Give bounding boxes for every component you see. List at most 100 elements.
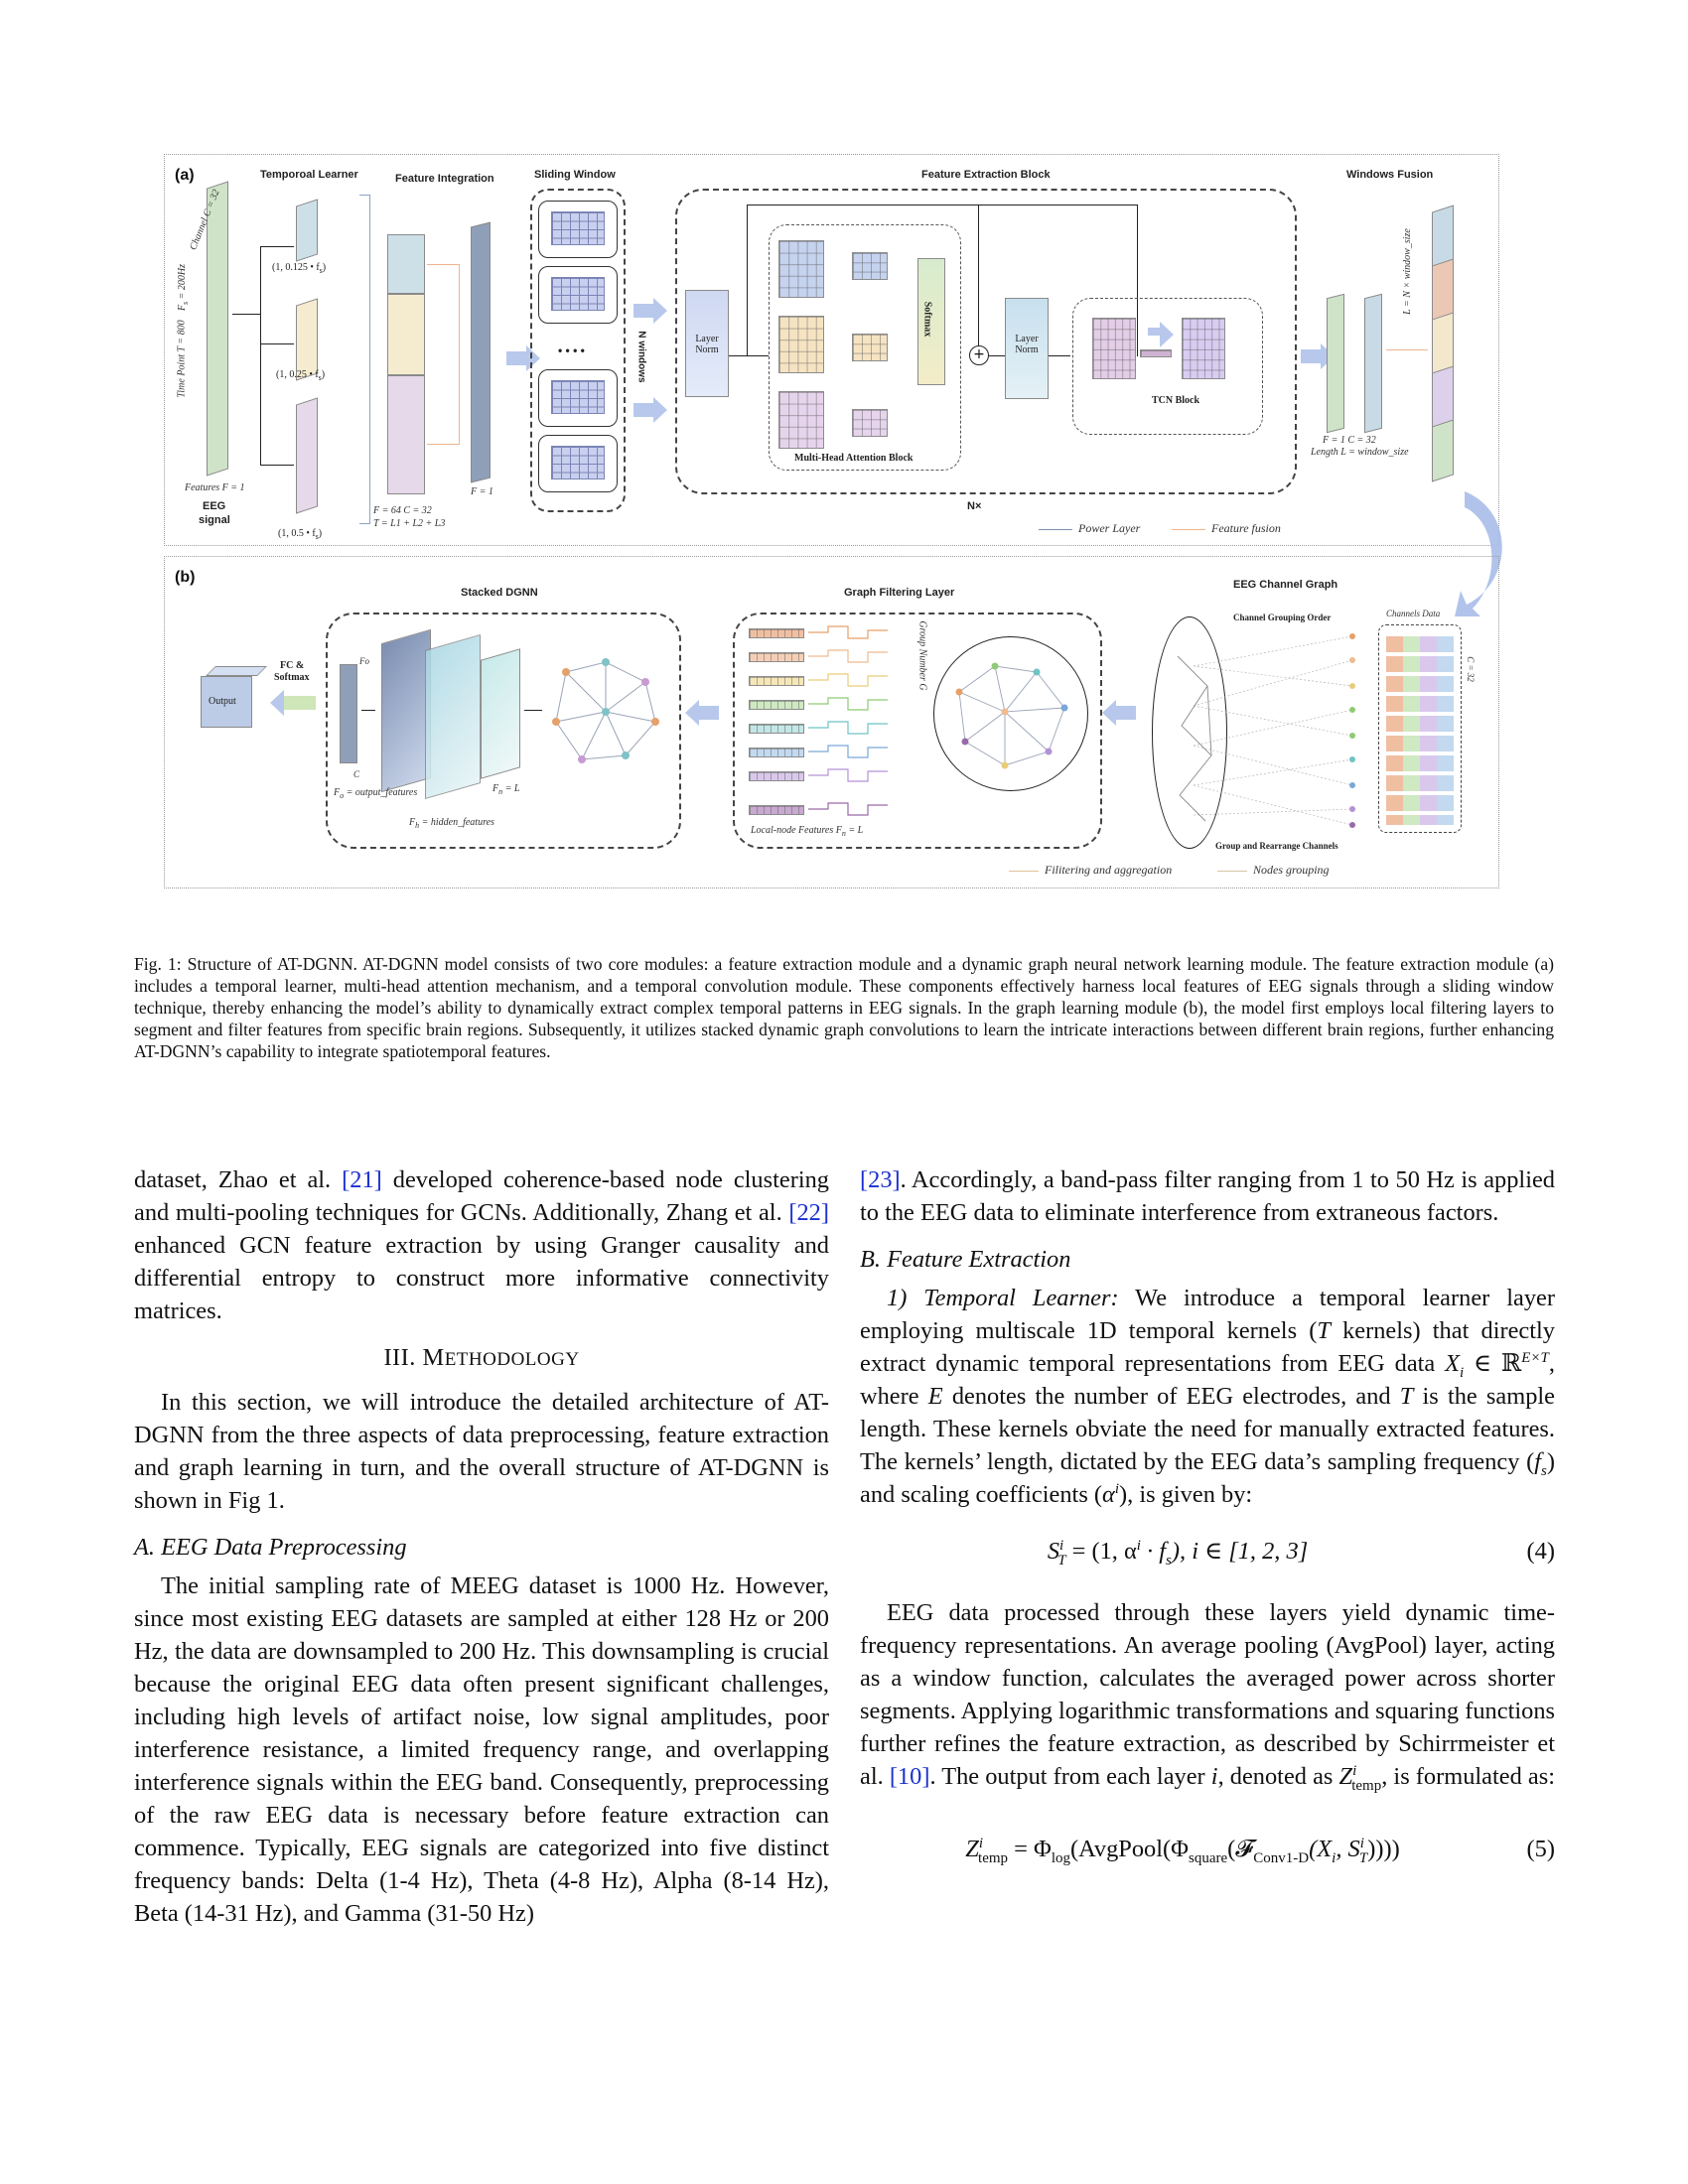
dgnn-node <box>602 658 610 666</box>
gf-circle <box>933 636 1088 791</box>
dgnn-small-c: C <box>353 769 360 779</box>
gf-row-7 <box>749 771 804 781</box>
sw-to-fe-arrow-1 <box>633 298 667 324</box>
right-paragraph-2: 1) Temporal Learner: We introduce a temp… <box>860 1285 1555 1508</box>
citation-link[interactable]: [23] <box>860 1166 901 1193</box>
gf-filter-path <box>808 745 888 758</box>
channel-node <box>1349 657 1355 663</box>
fe-block-title: Feature Extraction Block <box>921 169 1051 181</box>
window-card-2 <box>538 266 618 324</box>
window-card-3 <box>538 369 618 427</box>
fi-output-bar <box>471 221 491 483</box>
eeg-signal-title-2: signal <box>199 514 230 526</box>
dgnn-fh-label: Fh = hidden_features <box>409 817 494 830</box>
ti-bracket <box>359 195 370 524</box>
gf-node <box>1001 708 1009 716</box>
left-column: dataset, Zhao et al. [21] developed cohe… <box>134 1163 829 1930</box>
dgnn-arrow-2 <box>524 710 542 711</box>
fi-dims-2: T = L1 + L2 + L3 <box>373 518 446 529</box>
dgnn-small-fo: Fo <box>359 656 369 666</box>
tcn-grid-1 <box>1092 318 1136 379</box>
graph-filtering-box <box>733 613 1102 849</box>
tl-branch-2 <box>260 343 294 344</box>
grouping-order-label: Channel Grouping Order <box>1233 613 1332 622</box>
tl-branch-3 <box>260 465 294 466</box>
gf-row-6 <box>749 748 804 757</box>
channels-data-label: Channels Data <box>1386 609 1441 618</box>
layer-norm-2 <box>1005 298 1049 399</box>
citation-link[interactable]: [21] <box>342 1166 382 1193</box>
gf-node <box>991 662 999 670</box>
stacked-dgnn-title: Stacked DGNN <box>461 587 538 599</box>
features-label: Features F = 1 <box>185 482 245 493</box>
left-paragraph-2: In this section, we will introduce the d… <box>134 1389 829 1514</box>
tl-connector <box>232 314 260 315</box>
wf-out-1 <box>1432 205 1454 268</box>
channel-node-group <box>1349 633 1355 828</box>
channel-mapping-paths <box>1193 635 1353 826</box>
cg-to-gf-arrow <box>1102 700 1136 726</box>
fi-f1: F = 1 <box>471 486 493 497</box>
wf-bar-1 <box>1327 293 1344 434</box>
fe-add-down <box>978 205 979 345</box>
gf-filter-path <box>808 697 888 711</box>
channel-node <box>1349 782 1355 788</box>
dgnn-node <box>578 755 586 763</box>
ln2-to-tcn <box>1049 355 1070 356</box>
gf-filter-lines <box>808 625 888 816</box>
figure-1: (a) Channel C = 32 Fs = 200Hz Time Point… <box>164 154 1502 888</box>
dgnn-node <box>622 751 630 759</box>
equation-4: SiT = (1, αi · fs), i ∈ [1, 2, 3] (4) <box>860 1529 1555 1578</box>
dgnn-node <box>641 678 649 686</box>
tcn-title: TCN Block <box>1152 395 1200 406</box>
left-paragraph-1: dataset, Zhao et al. [21] developed cohe… <box>134 1166 829 1324</box>
dgnn-node <box>552 718 560 726</box>
tl-connector-vert <box>260 246 261 465</box>
wf-bar-2 <box>1364 293 1382 434</box>
stacked-dgnn-box <box>326 613 681 849</box>
kernel-2-label: (1, 0.25 • fs) <box>276 369 326 382</box>
mha-k-out <box>852 334 888 361</box>
gf-node <box>955 688 963 696</box>
right-paragraph-1: [23]. Accordingly, a band-pass filter ra… <box>860 1166 1555 1226</box>
gf-row-4 <box>749 700 804 710</box>
channel-node <box>1349 707 1355 713</box>
fi-orange-connector <box>427 264 460 445</box>
equation-5-number: (5) <box>1526 1836 1555 1862</box>
c32-label: C = 32 <box>1465 656 1476 682</box>
wf-out-4 <box>1432 365 1454 429</box>
panel-a-letter: (a) <box>175 167 195 184</box>
dgnn-graph <box>552 658 659 763</box>
window-card-1 <box>538 201 618 258</box>
fi-dims-1: F = 64 C = 32 <box>373 505 432 516</box>
rearrange-label: Group and Rearrange Channels <box>1215 841 1338 851</box>
panel-a: (a) Channel C = 32 Fs = 200Hz Time Point… <box>164 154 1499 546</box>
citation-link[interactable]: [22] <box>788 1199 829 1226</box>
wf-orange-line <box>1386 349 1428 350</box>
tcn-grid-2 <box>1182 318 1225 379</box>
residual-add: + <box>969 345 989 365</box>
channel-ellipse-graph <box>1177 655 1212 822</box>
equation-4-body: SiT = (1, αi · fs), i ∈ [1, 2, 3] <box>1047 1537 1309 1569</box>
legend-filtering-line <box>1009 871 1039 872</box>
gf-filter-path <box>808 721 888 735</box>
right-paragraph-3: EEG data processed through these layers … <box>860 1599 1555 1794</box>
fe-to-ln2 <box>989 355 1005 356</box>
tcn-inner-arrow <box>1148 322 1174 347</box>
dgnn-node <box>651 718 659 726</box>
window-grid <box>551 380 605 414</box>
softmax-label: Softmax <box>921 301 933 338</box>
feature-integration-title: Feature Integration <box>395 173 494 185</box>
panel-b: (b) Output FC & Softmax Stacked DGNN Fo … <box>164 556 1499 888</box>
dgnn-layer-1 <box>381 628 431 793</box>
dgnn-graph-nodes <box>552 658 659 763</box>
fe-skip-line <box>747 205 1138 356</box>
gf-node <box>1045 748 1053 755</box>
eeg-signal-bar <box>207 181 228 477</box>
channel-node <box>1349 756 1355 762</box>
fc-arrow <box>270 690 316 716</box>
citation-link[interactable]: [10] <box>889 1763 930 1790</box>
timepoint-label: Time Point T = 800 <box>176 320 188 398</box>
transition-arrow-body <box>1455 491 1502 616</box>
gf-node <box>1060 704 1068 712</box>
